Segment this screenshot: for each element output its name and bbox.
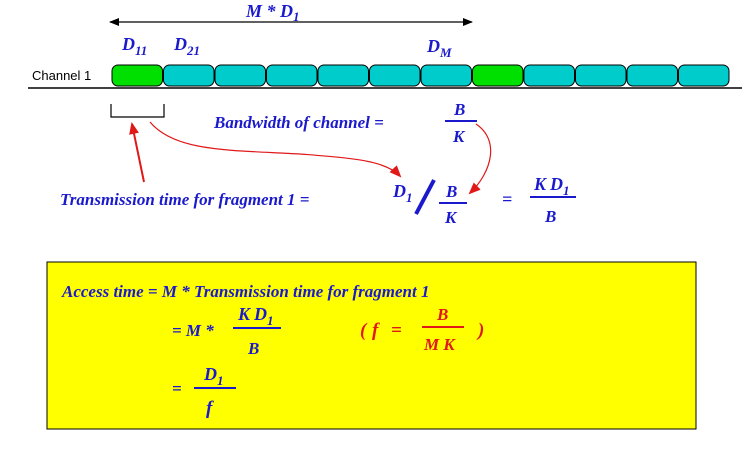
red-arrow-to-bracket (129, 122, 145, 183)
channel-slot (266, 64, 318, 87)
channel-slot (420, 64, 472, 87)
red-curve-to-d1 (149, 121, 402, 178)
f-den: M K (423, 335, 456, 354)
channel-slot (626, 64, 678, 87)
label-d21: D21 (173, 34, 200, 58)
label-dm: DM (426, 36, 452, 60)
access-line2-prefix: = M * (172, 321, 214, 340)
label-d11: D11 (121, 34, 147, 58)
channel-slot (523, 64, 575, 87)
bandwidth-den: K (452, 127, 466, 146)
access-line3-num: D1 (203, 364, 224, 388)
span-label: M * D1 (245, 1, 300, 24)
first-slot-bracket (110, 104, 165, 118)
red-curve-to-fraction (468, 123, 492, 195)
access-time-box (46, 261, 697, 430)
access-line1: Access time = M * Transmission time for … (61, 282, 429, 301)
transmission-frac-den: K (444, 208, 458, 227)
channel-slot (317, 64, 369, 87)
channel-slot (575, 64, 627, 87)
bandwidth-text: Bandwidth of channel = (213, 113, 384, 132)
transmission-d1: D1 (392, 181, 413, 205)
channel-slots (111, 64, 730, 87)
channel-label: Channel 1 (32, 68, 91, 83)
channel-slot (214, 64, 266, 87)
access-line3-den: f (206, 398, 214, 419)
access-line2-den: B (247, 339, 259, 358)
channel-slot (111, 64, 163, 87)
f-lhs: f (372, 320, 380, 341)
transmission-frac-num: B (445, 182, 457, 201)
f-equals: = (391, 320, 402, 341)
transmission-slash (414, 179, 436, 215)
f-close-paren: ) (476, 320, 484, 341)
transmission-equals: = (502, 189, 512, 209)
transmission-text: Transmission time for fragment 1 = (60, 190, 309, 209)
channel-slot (472, 64, 524, 87)
f-num: B (436, 305, 448, 324)
f-open-paren: ( (360, 320, 368, 341)
transmission-result-den: B (544, 207, 556, 226)
channel-slot (369, 64, 421, 87)
access-line3-prefix: = (172, 379, 182, 398)
channel-slot (163, 64, 215, 87)
bandwidth-num: B (453, 100, 465, 119)
channel-slot (678, 64, 730, 87)
